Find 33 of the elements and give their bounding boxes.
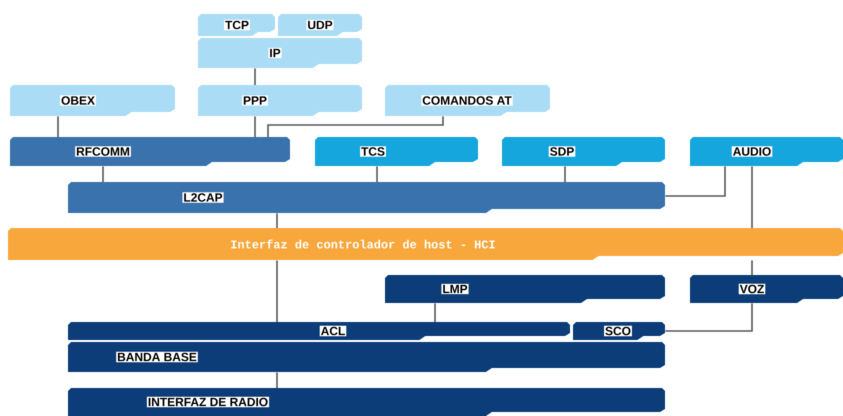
protocol-box: AUDIO xyxy=(690,137,843,166)
connector-line xyxy=(267,116,444,137)
protocol-box: PPP xyxy=(198,85,362,116)
connector-line xyxy=(254,68,256,85)
protocol-box: COMANDOS AT xyxy=(385,85,550,116)
connector-line xyxy=(376,166,378,182)
protocol-box: TCS xyxy=(315,137,478,166)
connector-line xyxy=(665,166,726,197)
protocol-box: ACL xyxy=(68,322,570,340)
connector-line xyxy=(751,166,753,228)
connector-line xyxy=(434,303,436,322)
connector-line xyxy=(276,213,278,228)
protocol-box: LMP xyxy=(385,275,665,303)
protocol-box: VOZ xyxy=(690,275,843,303)
protocol-box: IP xyxy=(198,38,362,68)
connector-line xyxy=(254,116,256,137)
protocol-box: L2CAP xyxy=(68,182,665,213)
protocol-box: TCP xyxy=(198,14,275,36)
interface-band: Interfaz de controlador de host - HCI xyxy=(8,228,843,260)
connector-line xyxy=(276,372,278,388)
connector-line xyxy=(665,303,753,332)
connector-line xyxy=(276,260,278,322)
protocol-box: SDP xyxy=(502,137,665,166)
connector-line xyxy=(751,260,753,275)
protocol-box: BANDA BASE xyxy=(68,342,665,372)
connector-line xyxy=(564,166,566,182)
connector-line xyxy=(57,116,59,137)
protocol-box: UDP xyxy=(278,14,362,36)
connector-line xyxy=(102,166,104,182)
protocol-box: OBEX xyxy=(10,85,175,116)
protocol-box: SCO xyxy=(573,322,665,340)
protocol-box: INTERFAZ DE RADIO xyxy=(68,388,665,416)
protocol-box: RFCOMM xyxy=(10,137,290,166)
